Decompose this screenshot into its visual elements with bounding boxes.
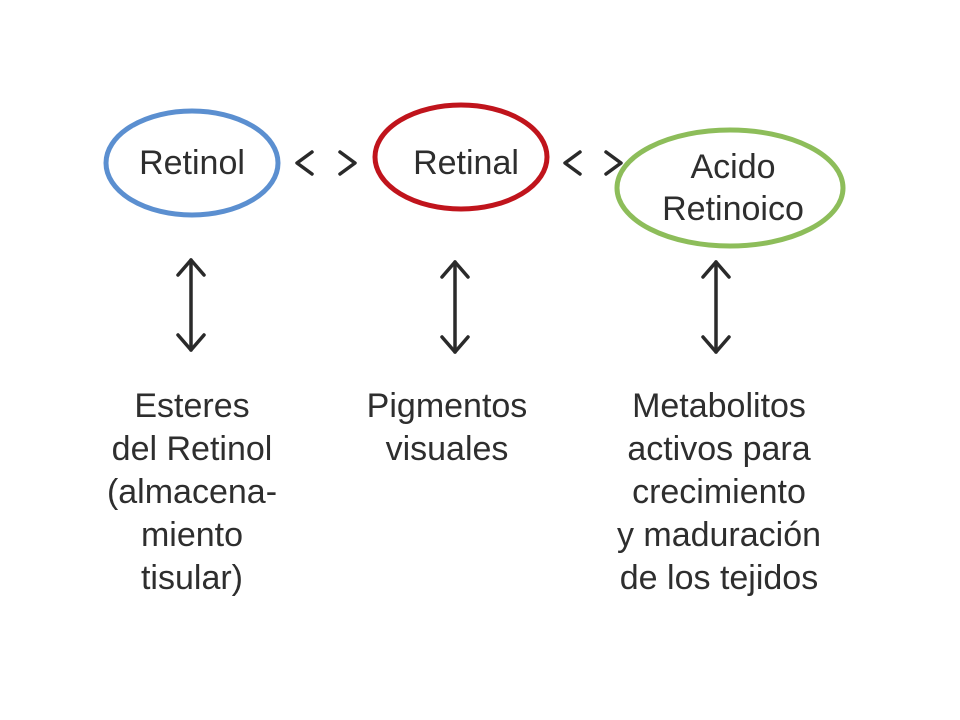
output-metabolitos-line-3: crecimiento bbox=[632, 473, 806, 511]
output-metabolitos-line-5: de los tejidos bbox=[619, 559, 819, 597]
node-acido-line-2: Retinoico bbox=[662, 190, 804, 228]
output-esteres-line-2: del Retinol bbox=[111, 430, 273, 468]
output-pigmentos-line-2: visuales bbox=[385, 430, 509, 468]
double-arrow-icon-1 bbox=[295, 150, 357, 176]
output-esteres: Esteres del Retinol (almacena- miento ti… bbox=[82, 385, 302, 600]
output-metabolitos-line-1: Metabolitos bbox=[632, 387, 806, 425]
output-esteres-line-4: miento bbox=[140, 516, 244, 554]
output-metabolitos: Metabolitos activos para crecimiento y m… bbox=[586, 385, 852, 600]
node-retinal-line-1: Retinal bbox=[413, 144, 519, 182]
output-esteres-line-3: (almacena- bbox=[106, 473, 278, 511]
output-esteres-line-1: Esteres bbox=[134, 387, 250, 425]
node-retinol-line-1: Retinol bbox=[139, 144, 245, 182]
vertical-arrow-icon-2 bbox=[440, 260, 470, 354]
output-esteres-line-5: tisular) bbox=[140, 559, 244, 597]
double-arrow-icon-2 bbox=[563, 150, 623, 176]
vertical-arrow-icon-3 bbox=[701, 260, 731, 354]
node-acido-retinoico: Acido Retinoico bbox=[628, 146, 838, 230]
vertical-arrow-icon-1 bbox=[176, 258, 206, 352]
output-metabolitos-line-4: y maduración bbox=[616, 516, 822, 554]
retinal-ring bbox=[372, 102, 550, 212]
output-pigmentos-line-1: Pigmentos bbox=[366, 387, 528, 425]
retinol-ring bbox=[103, 108, 281, 218]
node-acido-line-1: Acido bbox=[690, 148, 776, 186]
node-retinol: Retinol bbox=[92, 142, 292, 184]
output-pigmentos: Pigmentos visuales bbox=[336, 385, 558, 471]
output-metabolitos-line-2: activos para bbox=[627, 430, 811, 468]
node-retinal: Retinal bbox=[366, 142, 566, 184]
acido-retinoico-ring bbox=[614, 127, 846, 249]
